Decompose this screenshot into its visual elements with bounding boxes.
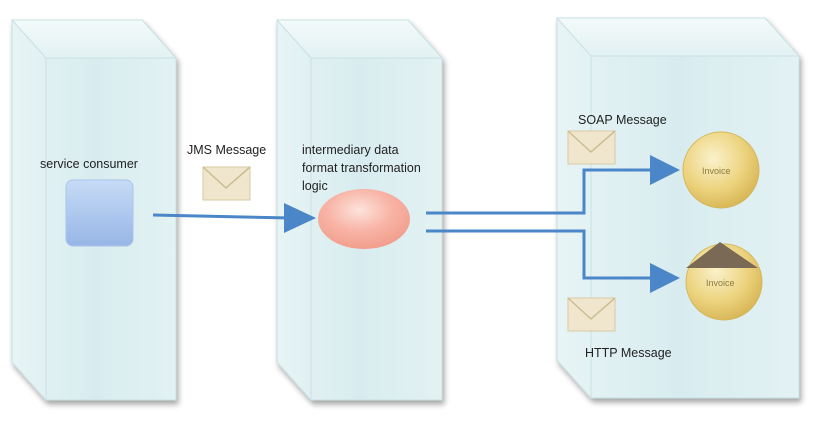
invoice-service-top — [682, 131, 760, 209]
invoice-bottom-label: Invoice — [706, 278, 735, 288]
arrow-soap — [426, 155, 680, 215]
panel-services — [555, 17, 801, 399]
arrow-jms — [152, 203, 316, 233]
jms-message-label: JMS Message — [187, 143, 267, 157]
http-message-label: HTTP Message — [585, 346, 672, 360]
invoice-top-label: Invoice — [702, 166, 731, 176]
soap-message-label: SOAP Message — [578, 113, 667, 127]
envelope-icon-soap — [567, 130, 616, 165]
envelope-icon-http — [567, 297, 616, 332]
envelope-icon-jms — [202, 166, 251, 201]
logic-oval — [318, 189, 410, 249]
invoice-service-bottom — [685, 242, 763, 321]
arrow-http — [426, 229, 680, 293]
intermediary-label-line1: intermediary data — [302, 143, 399, 157]
intermediary-label-line2: format transformation — [302, 161, 421, 175]
service-consumer-box — [65, 179, 134, 247]
intermediary-label-line3: logic — [302, 179, 328, 193]
service-consumer-label: service consumer — [40, 157, 138, 171]
